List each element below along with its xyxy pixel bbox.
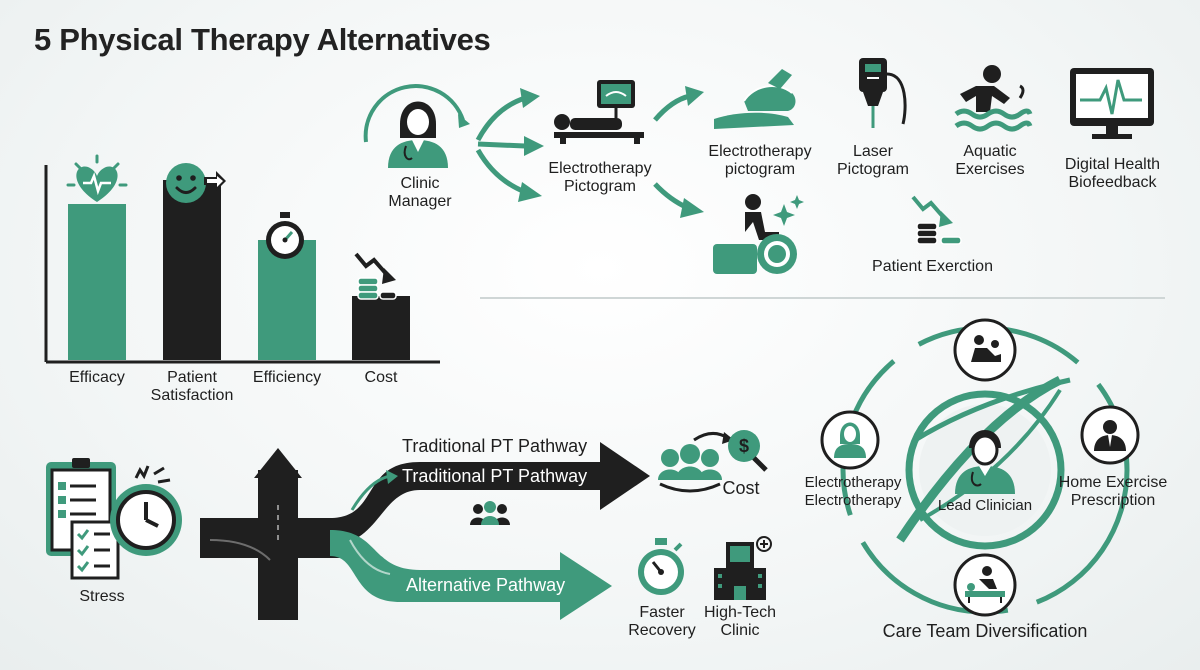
alternative-pathway-arrow [330, 530, 612, 620]
clinic-manager-label: Clinic Manager [388, 175, 452, 210]
stress-label: Stress [79, 588, 125, 605]
flow-arrows-left [475, 88, 544, 202]
flow-item-label-3: Digital Health Biofeedback [1064, 156, 1161, 191]
svg-text:$: $ [739, 436, 749, 456]
high-tech-clinic-label: High-Tech Clinic [703, 604, 777, 639]
electrotherapy-main-label: Electrotherapy Pictogram [548, 160, 652, 195]
monitor-pulse-icon [1070, 68, 1154, 139]
bar-label-0: Efficacy [69, 369, 125, 386]
high-tech-clinic-icon [714, 536, 772, 600]
care-team-right-label: Home Exercise Prescription [1058, 474, 1168, 509]
bar-cost [352, 296, 410, 360]
laser-device-icon [859, 58, 907, 128]
bar-label-2: Efficiency [252, 369, 322, 386]
smile-arrow-icon [166, 163, 226, 203]
traditional-pathway-inner-label: Traditional PT Pathway [402, 466, 588, 486]
massage-node-bottom [953, 553, 1017, 617]
stopwatch-icon [266, 212, 304, 259]
hand-massage-icon [714, 69, 796, 129]
clipboard-clock-icon [46, 458, 182, 580]
coins-trend-down-icon [911, 195, 962, 245]
patient-exertion-label: Patient Exerction [872, 258, 993, 275]
bar-efficacy [68, 204, 126, 360]
lead-clinician-icon [955, 430, 1015, 494]
traditional-pathway-top-label: Traditional PT Pathway [402, 436, 588, 456]
recovery-stopwatch-icon [638, 538, 684, 595]
care-team-center-label: Lead Clinician [937, 497, 1033, 514]
bar-label-1: Patient Satisfaction [150, 369, 234, 404]
bar-efficiency [258, 240, 316, 360]
exercise-node-right [1080, 405, 1140, 465]
care-team-inner-ring [905, 390, 1065, 550]
team-icon [470, 501, 510, 525]
crossroads-graphic [200, 448, 340, 620]
flow-item-label-2: Aquatic Exercises [955, 143, 1025, 178]
page-title: 5 Physical Therapy Alternatives [34, 22, 491, 57]
electrotherapy-bed-icon [554, 80, 644, 144]
bar-label-3: Cost [364, 369, 398, 386]
alternative-pathway-label: Alternative Pathway [406, 575, 566, 595]
exercise-bike-icon [713, 194, 804, 274]
care-team-left-label: Electrotherapy Electrotherapy [804, 474, 902, 509]
heart-pulse-icon [66, 154, 128, 202]
coins-down-icon [354, 252, 397, 300]
clinic-manager-icon [363, 84, 470, 168]
care-team-footer-label: Care Team Diversification [882, 621, 1088, 641]
therapist-node-left [820, 410, 880, 470]
faster-recovery-label: Faster Recovery [628, 604, 696, 639]
swimmer-icon [954, 65, 1033, 132]
people-cost-icon: $ [658, 430, 768, 493]
flow-item-label-1: Laser Pictogram [836, 143, 910, 178]
cost-label: Cost [722, 478, 760, 498]
bar-patient-satisfaction [163, 180, 221, 360]
traditional-pathway-arrow [330, 442, 650, 545]
flow-item-label-0: Electrotherapy pictogram [708, 143, 812, 178]
therapy-node-top [953, 318, 1017, 382]
